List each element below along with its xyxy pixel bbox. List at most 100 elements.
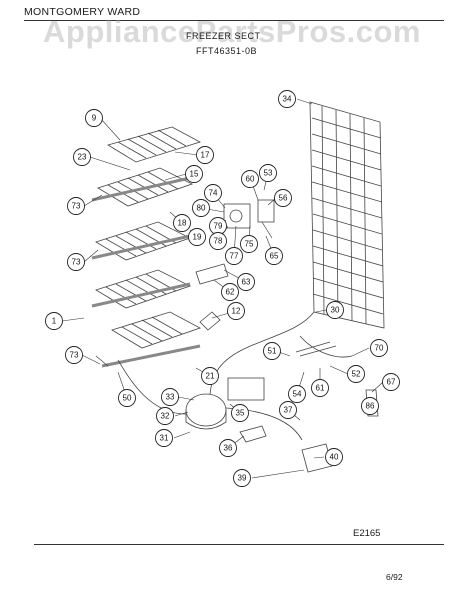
- callout-number: 21: [206, 372, 215, 381]
- callout-number: 75: [245, 240, 254, 249]
- section-title: FREEZER SECT: [186, 31, 261, 41]
- callout-number: 63: [242, 278, 251, 287]
- callout-labels: 34 9 17 23 15 53 60 74 56 73 18 80 79 19…: [45, 90, 400, 487]
- callout-63: 63: [237, 273, 255, 291]
- callout-number: 15: [190, 170, 199, 179]
- callout-52: 52: [347, 365, 365, 383]
- callout-1: 1: [45, 312, 63, 330]
- callout-number: 67: [387, 378, 396, 387]
- callout-number: 1: [52, 317, 57, 326]
- callout-34: 34: [278, 90, 296, 108]
- callout-number: 51: [268, 347, 277, 356]
- callout-70: 70: [370, 339, 388, 357]
- callout-60: 60: [241, 170, 259, 188]
- callout-number: 17: [201, 151, 210, 160]
- callout-number: 80: [197, 204, 206, 213]
- callout-21: 21: [201, 367, 219, 385]
- callout-number: 39: [238, 474, 247, 483]
- callout-number: 36: [224, 444, 233, 453]
- callout-number: 34: [283, 95, 292, 104]
- callout-74: 74: [204, 184, 222, 202]
- callout-number: 73: [72, 258, 81, 267]
- callout-40: 40: [325, 448, 343, 466]
- callout-number: 70: [375, 344, 384, 353]
- callout-73: 73: [67, 197, 85, 215]
- callout-number: 52: [352, 370, 361, 379]
- callout-number: 62: [226, 288, 235, 297]
- callout-50: 50: [118, 389, 136, 407]
- evaporator-coil: [309, 101, 385, 329]
- callout-number: 30: [331, 306, 340, 315]
- callout-19: 19: [188, 228, 206, 246]
- footer-rule: [34, 544, 444, 545]
- callout-65: 65: [265, 247, 283, 265]
- callout-number: 18: [178, 219, 187, 228]
- callout-77: 77: [225, 247, 243, 265]
- callout-number: 74: [209, 189, 218, 198]
- callout-number: 35: [236, 409, 245, 418]
- callout-73: 73: [65, 346, 83, 364]
- callout-number: 31: [160, 434, 169, 443]
- callout-17: 17: [196, 146, 214, 164]
- callout-86: 86: [361, 397, 379, 415]
- model-number: FFT46351-0B: [196, 46, 258, 56]
- callout-number: 60: [246, 175, 255, 184]
- shelf-racks: [91, 126, 202, 368]
- callout-23: 23: [73, 148, 91, 166]
- callout-number: 56: [279, 194, 288, 203]
- callout-number: 40: [330, 453, 339, 462]
- callout-51: 51: [263, 342, 281, 360]
- callout-61: 61: [311, 379, 329, 397]
- callout-18: 18: [173, 214, 191, 232]
- callout-80: 80: [192, 199, 210, 217]
- control-assembly: [195, 199, 337, 357]
- callout-67: 67: [382, 373, 400, 391]
- callout-35: 35: [231, 404, 249, 422]
- callout-39: 39: [233, 469, 251, 487]
- callout-32: 32: [156, 407, 174, 425]
- shelf-rack: [107, 126, 202, 163]
- callout-number: 53: [264, 169, 273, 178]
- callout-9: 9: [85, 109, 103, 127]
- callout-number: 77: [230, 252, 239, 261]
- shelf-rack: [111, 311, 201, 349]
- callout-number: 32: [161, 412, 170, 421]
- callout-56: 56: [274, 189, 292, 207]
- callout-number: 78: [214, 237, 223, 246]
- callout-number: 73: [70, 351, 79, 360]
- callout-36: 36: [219, 439, 237, 457]
- callout-12: 12: [227, 302, 245, 320]
- callout-number: 23: [78, 153, 87, 162]
- compressor-assembly: [185, 377, 379, 473]
- callout-number: 9: [92, 114, 97, 123]
- callout-78: 78: [209, 232, 227, 250]
- callout-31: 31: [155, 429, 173, 447]
- callout-number: 33: [166, 393, 175, 402]
- diagram-code: E2165: [353, 528, 381, 539]
- callout-number: 12: [232, 307, 241, 316]
- revision-date: 6/92: [386, 572, 403, 582]
- callout-15: 15: [185, 165, 203, 183]
- callout-75: 75: [240, 235, 258, 253]
- callout-54: 54: [288, 385, 306, 403]
- callout-number: 37: [284, 406, 293, 415]
- callout-number: 65: [270, 252, 279, 261]
- callout-number: 73: [72, 202, 81, 211]
- callout-79: 79: [209, 217, 227, 235]
- callout-number: 54: [293, 390, 302, 399]
- callout-73: 73: [67, 253, 85, 271]
- callout-30: 30: [326, 301, 344, 319]
- callout-33: 33: [161, 388, 179, 406]
- callout-37: 37: [279, 401, 297, 419]
- callout-number: 19: [193, 233, 202, 242]
- brand-label: MONTGOMERY WARD: [24, 6, 141, 18]
- callout-number: 61: [316, 384, 325, 393]
- tubing-lines: [117, 311, 353, 441]
- callout-53: 53: [259, 164, 277, 182]
- watermark: AppliancePartsPros.com: [43, 14, 421, 49]
- callout-number: 86: [366, 402, 375, 411]
- callout-62: 62: [221, 283, 239, 301]
- header-rule: [24, 20, 444, 21]
- callout-number: 50: [123, 394, 132, 403]
